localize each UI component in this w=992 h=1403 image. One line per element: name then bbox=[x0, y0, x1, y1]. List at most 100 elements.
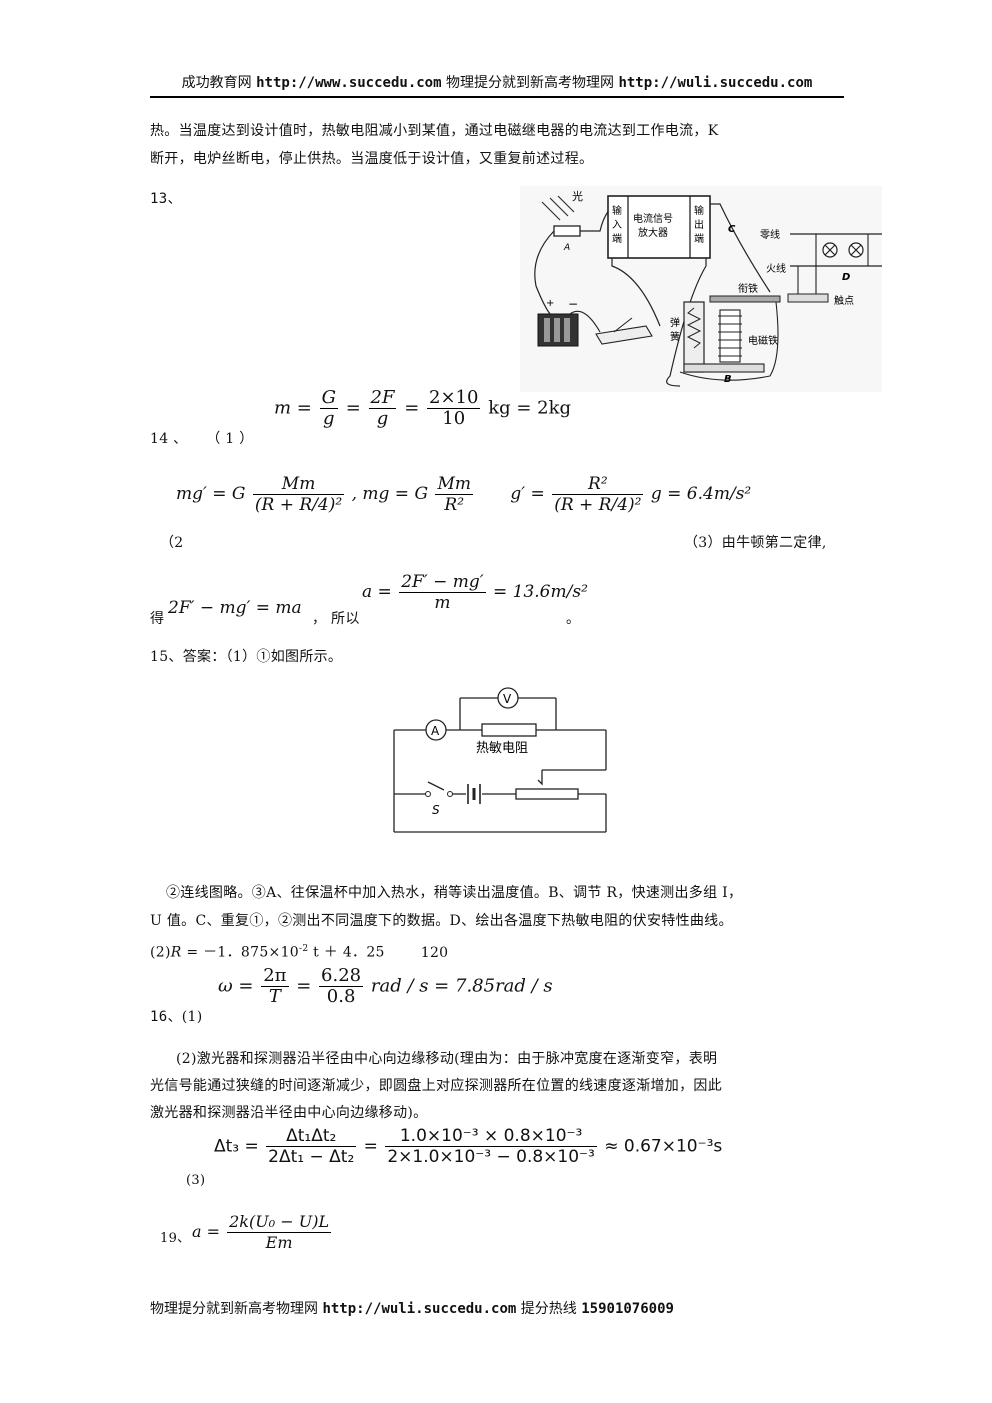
label-spring-1: 弹 bbox=[670, 316, 680, 329]
eq1-m: m bbox=[274, 397, 292, 419]
battery-icon bbox=[537, 313, 579, 347]
eq1-num: 2×10 bbox=[427, 387, 481, 409]
eq3b-a: a = bbox=[362, 582, 392, 602]
q13-label: 13、 bbox=[150, 191, 182, 207]
q15-line3-e: t ＋ 4．25 bbox=[308, 944, 385, 961]
q16-eq1-d2: 0.8 bbox=[326, 986, 356, 1007]
amplifier-box bbox=[607, 195, 711, 259]
coil-icon bbox=[718, 309, 742, 363]
q16-eq3-n1: Δt₁Δt₂ bbox=[266, 1126, 357, 1147]
label-s: S bbox=[432, 803, 440, 817]
label-output-3: 端 bbox=[694, 232, 704, 245]
q15-line3-exp: -2 bbox=[298, 944, 309, 954]
eq3b-result: = 13.6m/s² bbox=[493, 582, 588, 602]
q15-line3: (2)R = －1．875×10-2 t ＋ 4．25 120 bbox=[150, 936, 448, 966]
header-url-2[interactable]: http://wuli.succedu.com bbox=[618, 75, 813, 91]
label-plus: + bbox=[546, 298, 554, 309]
rheostat bbox=[515, 788, 579, 800]
eq1-den: 10 bbox=[442, 408, 466, 429]
q16-eq1-n2: 6.28 bbox=[319, 965, 364, 987]
eq2-R2: R² bbox=[552, 474, 644, 495]
label-live: 火线 bbox=[766, 262, 786, 275]
eq2-result: g = 6.4m/s² bbox=[650, 484, 752, 504]
label-input-2: 入 bbox=[612, 220, 622, 231]
q14-part3: （3）由牛顿第二定律, bbox=[684, 535, 827, 551]
label-amp-1: 电流信号 bbox=[633, 212, 673, 225]
ammeter-icon: A bbox=[425, 719, 447, 741]
header-url-1[interactable]: http://www.succedu.com bbox=[256, 75, 442, 91]
q16-p2-line2: 光信号能通过狭缝的时间逐渐减少，即圆盘上对应探测器所在位置的线速度逐渐增加，因此 bbox=[150, 1078, 722, 1094]
voltmeter-icon: V bbox=[497, 687, 519, 709]
q14-part1: （ 1 ） bbox=[206, 431, 254, 447]
q15-label: 15、答案：（1）①如图所示。 bbox=[150, 649, 343, 665]
light-rays-icon bbox=[541, 195, 575, 221]
armature bbox=[709, 295, 781, 303]
label-thermistor: 热敏电阻 bbox=[476, 741, 528, 756]
q14-label: 14 、 bbox=[150, 431, 188, 447]
q15-line3-f: 120 bbox=[420, 944, 449, 961]
label-c: C bbox=[728, 224, 736, 235]
eq2-gprime: g′ = bbox=[510, 484, 545, 504]
q14-eq3a: 2F′ − mg′ = ma bbox=[168, 598, 302, 618]
q16-eq1-n1: 2π bbox=[261, 965, 289, 987]
eq1-G: G bbox=[319, 387, 338, 409]
q15-line3-r: R bbox=[170, 944, 182, 961]
spring-icon bbox=[686, 307, 702, 349]
q19-num: 2k(U₀ − U)L bbox=[227, 1212, 332, 1233]
q19-label: 19、 bbox=[160, 1231, 191, 1246]
label-b: B bbox=[724, 374, 732, 385]
header-middle: 物理提分就到新高考物理网 bbox=[446, 75, 614, 91]
label-output-1: 输 bbox=[694, 204, 704, 217]
q16-p1: (1) bbox=[181, 1009, 203, 1025]
label-input-1: 输 bbox=[612, 204, 622, 217]
q14-end: 。 bbox=[566, 611, 581, 627]
header-rule bbox=[150, 96, 844, 98]
q13-relay-circuit-figure: 光 A 输 入 端 电流信号 放大器 输 出 端 C 零线 火线 D 触点 衔铁… bbox=[520, 186, 882, 392]
footer-phone: 15901076009 bbox=[581, 1301, 674, 1317]
q14-so: ， 所以 bbox=[312, 611, 360, 627]
footer-url[interactable]: http://wuli.succedu.com bbox=[322, 1301, 517, 1317]
q19-den: Em bbox=[265, 1233, 293, 1252]
q14-de: 得 bbox=[150, 611, 165, 627]
q16-eq3-result: ≈ 0.67×10⁻³s bbox=[604, 1136, 723, 1157]
photoresistor bbox=[553, 225, 581, 237]
label-neutral: 零线 bbox=[760, 228, 780, 241]
q16-eq3-n2: 1.0×10⁻³ × 0.8×10⁻³ bbox=[385, 1126, 597, 1147]
label-output-2: 出 bbox=[694, 218, 704, 231]
q16-eq1-w: ω = bbox=[218, 975, 254, 997]
q15-line3-c: = －1．875×10 bbox=[181, 944, 299, 961]
q15-circuit-figure: V A 热敏电阻 S bbox=[393, 687, 607, 833]
eq1-result: kg = 2kg bbox=[488, 397, 572, 419]
q14-part2: （2 bbox=[160, 535, 184, 551]
switch-icon bbox=[595, 317, 653, 345]
q16-label-text: 16、 bbox=[150, 1009, 182, 1025]
label-a2: A bbox=[431, 724, 440, 738]
label-light: 光 bbox=[572, 189, 583, 203]
lamp-icon bbox=[822, 242, 864, 258]
q15-line2: U 值。C、重复①，②测出不同温度下的数据。D、绘出各温度下热敏电阻的伏安特性曲… bbox=[150, 913, 733, 929]
label-d: D bbox=[842, 272, 850, 283]
q16-eq3-d2: 2×1.0×10⁻³ − 0.8×10⁻³ bbox=[387, 1147, 595, 1167]
q16-p2-line3: 激光器和探测器沿半径由中心向边缘移动)。 bbox=[150, 1105, 428, 1121]
q16-eq3-d1: 2Δt₁ − Δt₂ bbox=[268, 1147, 355, 1167]
q16-eq1-d1: T bbox=[268, 986, 281, 1007]
label-minus: − bbox=[568, 297, 578, 311]
eq1-2F: 2F bbox=[368, 387, 397, 409]
para1-line2: 断开，电炉丝断电，停止供热。当温度低于设计值，又重复前述过程。 bbox=[150, 151, 594, 167]
para1-line1: 热。当温度达到设计值时，热敏电阻减小到某值，通过电磁继电器的电流达到工作电流，K bbox=[150, 123, 719, 139]
page-header: 成功教育网 http://www.succedu.com 物理提分就到新高考物理… bbox=[150, 72, 844, 92]
footer-text-2: 提分热线 bbox=[520, 1301, 577, 1317]
eq2-den1: (R + R/4)² bbox=[254, 495, 343, 515]
q16-label: 16、(1) bbox=[150, 1004, 203, 1030]
q15-line3-a: (2) bbox=[150, 944, 171, 961]
label-v: V bbox=[503, 692, 512, 706]
q14-eq3b: a = 2F′ − mg′m = 13.6m/s² bbox=[362, 572, 588, 613]
eq2-lhs: mg′ = G bbox=[176, 484, 246, 504]
eq2-den2: R² bbox=[444, 495, 465, 515]
eq3b-den: m bbox=[434, 593, 451, 613]
eq1-g: g bbox=[323, 408, 335, 429]
eq2-Mm: Mm bbox=[252, 474, 345, 495]
